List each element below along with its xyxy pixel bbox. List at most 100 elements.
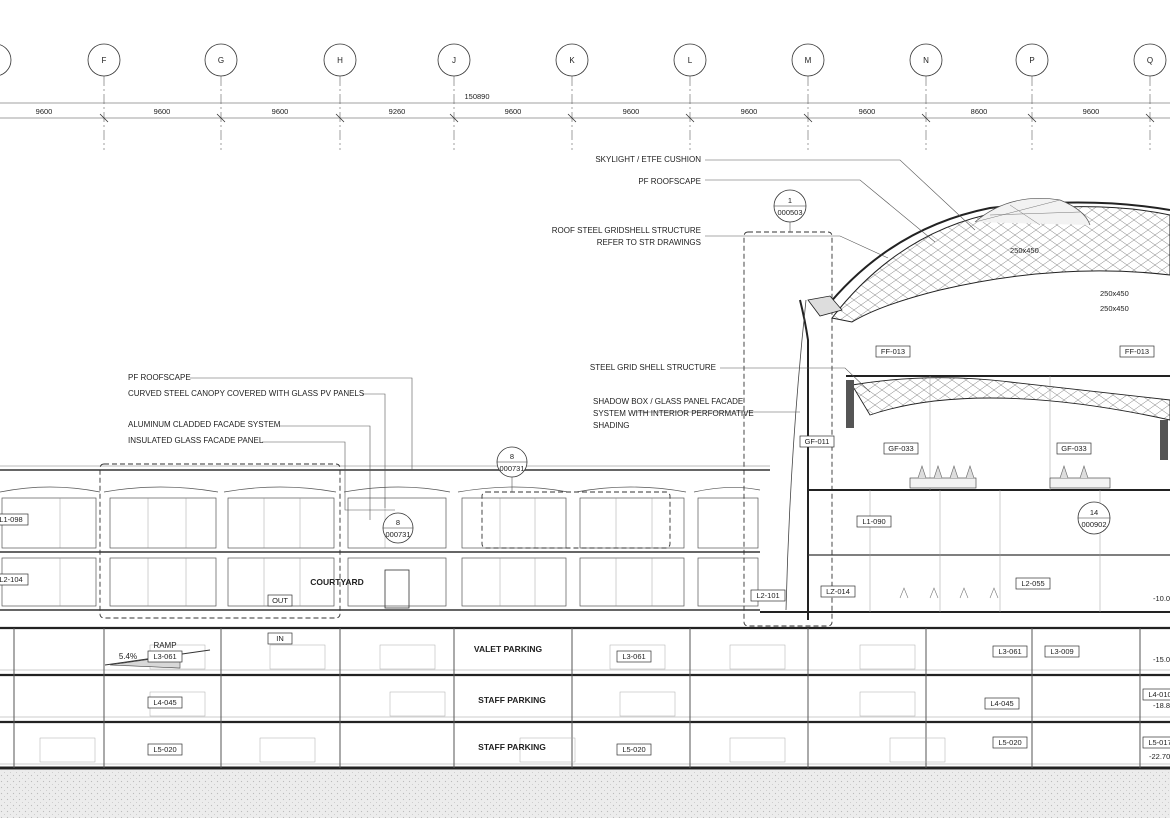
annotation-shadow-box: SHADOW BOX / GLASS PANEL FACADE — [593, 397, 743, 406]
parking-label: STAFF PARKING — [478, 695, 546, 705]
grid-label-j: J — [452, 56, 456, 65]
level-marker: -18.8 — [1153, 701, 1170, 710]
annotation-skylight: SKYLIGHT / ETFE CUSHION — [595, 155, 701, 164]
parking-label: STAFF PARKING — [478, 742, 546, 752]
ground-hatch — [0, 770, 1170, 818]
grid-label-h: H — [337, 56, 343, 65]
bay-dimension: 9600 — [623, 107, 640, 116]
grid-bubble-g: G — [204, 43, 238, 77]
beam-size: 250x450 — [1010, 246, 1039, 255]
room-tag: L3-009 — [1050, 647, 1073, 656]
bay-dimension: 9600 — [859, 107, 876, 116]
room-tag: L5-020 — [153, 745, 176, 754]
leader-lines — [190, 159, 976, 520]
grid-label-k: K — [569, 56, 575, 65]
annotation-shadow-box: SYSTEM WITH INTERIOR PERFORMATIVE — [593, 409, 754, 418]
callout-reference: 000503 — [777, 208, 802, 217]
parking-structure — [0, 626, 1170, 770]
grid-bubble-m: M — [791, 43, 825, 77]
bay-dimension: 9600 — [741, 107, 758, 116]
ramp-label: RAMP — [153, 641, 176, 650]
callout-reference: 000731 — [499, 464, 524, 473]
grid-bubble-h: H — [323, 43, 357, 77]
bay-dimension: 8600 — [971, 107, 988, 116]
detail-callout-14: 14 000902 — [1077, 501, 1111, 535]
callout-number: 8 — [396, 518, 400, 527]
room-tag: GF-033 — [888, 444, 913, 453]
grid-label-m: M — [805, 56, 812, 65]
grid-bubble-f: F — [87, 43, 121, 77]
bay-dimension: 9600 — [272, 107, 289, 116]
detail-callout-8-top: 8 000731 — [496, 446, 528, 478]
room-tag: FF-013 — [881, 347, 905, 356]
room-tag: L1-098 — [0, 515, 23, 524]
bay-dimension: 9600 — [154, 107, 171, 116]
grid-system: F G H J K L M N — [0, 43, 1167, 150]
dimension-strings: 150890 9600 9600 9600 9260 9600 9600 960… — [0, 92, 1170, 123]
overall-dimension: 150890 — [464, 92, 489, 101]
annotation-aluminum-facade: ALUMINUM CLADDED FACADE SYSTEM — [128, 420, 281, 429]
grid-bubble-p: P — [1015, 43, 1049, 77]
grid-bubble-l: L — [673, 43, 707, 77]
room-tag: L4-045 — [990, 699, 1013, 708]
level-marker: -15.0 — [1153, 655, 1170, 664]
grid-label-f: F — [102, 56, 107, 65]
callout-number: 14 — [1090, 508, 1098, 517]
section-callouts: 1 000503 8 000731 8 000731 14 000902 — [382, 189, 1111, 544]
callout-reference: 000902 — [1081, 520, 1106, 529]
podium-building — [0, 231, 833, 627]
level-marker: -22.70 — [1149, 752, 1170, 761]
detail-callout-1: 1 000503 — [773, 189, 807, 223]
annotation-labels: SKYLIGHT / ETFE CUSHION PF ROOFSCAPE ROO… — [128, 155, 1129, 445]
annotation-steel-grid-shell: STEEL GRID SHELL STRUCTURE — [590, 363, 716, 372]
room-tags: FF-013 FF-013 GF-011 GF-033 GF-033 L1-09… — [0, 345, 1170, 756]
room-tag: L3-061 — [998, 647, 1021, 656]
room-tag: L2-104 — [0, 575, 23, 584]
bay-dimension: 9600 — [505, 107, 522, 116]
beam-size: 250x450 — [1100, 304, 1129, 313]
room-tag: L2-055 — [1021, 579, 1044, 588]
grid-label-p: P — [1029, 56, 1034, 65]
room-tag: L3-061 — [153, 652, 176, 661]
annotation-pf-roofscape-left: PF ROOFSCAPE — [128, 373, 191, 382]
parking-label: VALET PARKING — [474, 644, 543, 654]
room-tag: IN — [276, 634, 284, 643]
grid-bubble-q: Q — [1133, 43, 1167, 77]
grid-bubble-j: J — [437, 43, 471, 77]
annotation-insulated-glass: INSULATED GLASS FACADE PANEL — [128, 436, 264, 445]
bay-dimension: 9600 — [36, 107, 53, 116]
annotation-curved-canopy: CURVED STEEL CANOPY COVERED WITH GLASS P… — [128, 389, 364, 398]
callout-number: 1 — [788, 196, 792, 205]
room-tag: LZ-014 — [826, 587, 850, 596]
room-tag: L1-090 — [862, 517, 885, 526]
room-tag: OUT — [272, 596, 288, 605]
callout-reference: 000731 — [385, 530, 410, 539]
detail-callout-8-facade: 8 000731 — [382, 512, 414, 544]
room-tag: L5-020 — [998, 738, 1021, 747]
ramp-slope: 5.4% — [119, 652, 137, 661]
callout-number: 8 — [510, 452, 514, 461]
room-tag: L4-010 — [1148, 690, 1170, 699]
dome-structure — [760, 197, 1170, 620]
beam-size: 250x450 — [1100, 289, 1129, 298]
annotation-roof-gridshell-ref: REFER TO STR DRAWINGS — [597, 238, 701, 247]
room-tag: L4-045 — [153, 698, 176, 707]
grid-bubble-n: N — [909, 43, 943, 77]
courtyard-label: COURTYARD — [310, 577, 364, 587]
room-tag: L5-020 — [622, 745, 645, 754]
room-tag: L5-017 — [1148, 738, 1170, 747]
grid-label-l: L — [688, 56, 693, 65]
bay-dimension: 9260 — [389, 107, 406, 116]
annotation-roof-gridshell: ROOF STEEL GRIDSHELL STRUCTURE — [552, 226, 701, 235]
room-tag: GF-011 — [805, 437, 830, 446]
annotation-shadow-box: SHADING — [593, 421, 629, 430]
grid-label-g: G — [218, 56, 224, 65]
level-markers: -10.0 -15.0 -18.8 -22.70 — [1149, 594, 1170, 761]
room-tag: L3-061 — [622, 652, 645, 661]
grid-bubble-k: K — [555, 43, 589, 77]
room-tag: FF-013 — [1125, 347, 1149, 356]
room-tag: L2-101 — [756, 591, 779, 600]
level-marker: -10.0 — [1153, 594, 1170, 603]
grid-label-n: N — [923, 56, 929, 65]
